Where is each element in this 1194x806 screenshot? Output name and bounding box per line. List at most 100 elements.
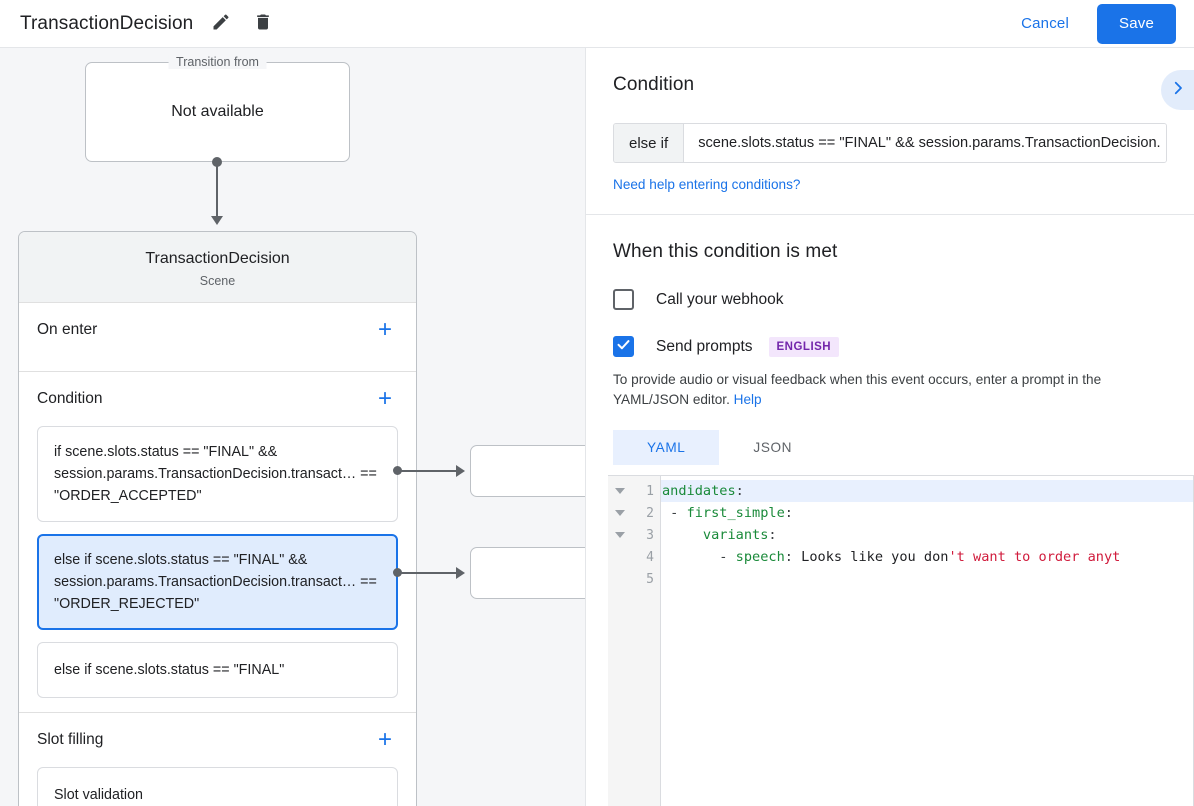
code-token: variants: [702, 527, 769, 543]
chevron-right-icon: [1169, 79, 1187, 102]
gutter-line-5: 5: [608, 568, 660, 590]
scene-subtitle: Scene: [199, 274, 236, 288]
gutter-line-2: 2: [608, 502, 660, 524]
panel-condition-section: Condition else if scene.slots.status == …: [586, 48, 1194, 214]
code-token: Looks like you don: [801, 549, 949, 565]
edge-arrow-condition-0: [456, 465, 465, 477]
top-bar: TransactionDecision Cancel Save: [0, 0, 1194, 48]
gutter-line-1: 1: [608, 480, 660, 502]
add-slot-filling-button[interactable]: +: [372, 726, 398, 754]
section-slot-filling: Slot filling + Slot validation: [19, 713, 416, 806]
add-on-enter-button[interactable]: +: [372, 316, 398, 344]
code-token: -: [662, 505, 687, 521]
section-header-slot-filling: Slot filling +: [37, 713, 398, 767]
condition-help-link[interactable]: Need help entering conditions?: [613, 177, 801, 192]
fold-triangle-icon[interactable]: [615, 532, 625, 538]
slot-filling-item-0[interactable]: Slot validation: [37, 767, 398, 806]
edge-dot-condition-0: [393, 466, 402, 475]
send-prompts-checkbox-row[interactable]: Send prompts ENGLISH: [613, 336, 1167, 357]
code-token: :: [784, 505, 793, 521]
connector-arrow-down: [211, 216, 223, 225]
section-title-on-enter: On enter: [37, 321, 98, 338]
fold-triangle-icon[interactable]: [615, 510, 625, 516]
save-button[interactable]: Save: [1097, 3, 1176, 44]
gutter-line-3: 3: [608, 524, 660, 546]
page-title: TransactionDecision: [20, 12, 194, 34]
section-title-condition: Condition: [37, 390, 103, 407]
line-number: 3: [646, 527, 654, 543]
edge-line-condition-1: [398, 572, 460, 574]
cancel-button[interactable]: Cancel: [1009, 7, 1081, 40]
condition-item-2[interactable]: else if scene.slots.status == "FINAL": [37, 642, 398, 698]
delete-button[interactable]: [249, 10, 277, 38]
transition-from-card: Transition from Not available: [85, 55, 350, 162]
prompts-description-text: To provide audio or visual feedback when…: [613, 372, 1102, 407]
send-prompts-label: Send prompts: [656, 337, 753, 355]
edit-name-button[interactable]: [207, 10, 235, 38]
panel-actions-section: When this condition is met Call your web…: [586, 215, 1194, 465]
yaml-editor[interactable]: 1 2 3 4 5 andidates: - first_simple: variant…: [608, 475, 1194, 806]
connector-line-vertical: [216, 162, 218, 218]
prompts-description: To provide audio or visual feedback when…: [613, 370, 1167, 410]
panel-divider: [586, 214, 1194, 215]
when-condition-met-title: When this condition is met: [613, 241, 838, 262]
line-number: 1: [646, 483, 654, 499]
check-icon: [616, 337, 631, 357]
code-line-2: - first_simple:: [661, 502, 1193, 524]
scene-title: TransactionDecision: [145, 250, 290, 267]
section-header-on-enter: On enter +: [37, 303, 398, 357]
condition-prefix-label: else if: [614, 124, 685, 162]
section-title-slot-filling: Slot filling: [37, 731, 104, 748]
transition-to-card: TransactionDecision Scene On enter + Con…: [18, 231, 417, 806]
code-line-5: [661, 568, 1193, 590]
tab-yaml[interactable]: YAML: [613, 430, 720, 465]
scene-graph-canvas: Transition from Not available Transition…: [0, 48, 585, 806]
code-line-4: - speech: Looks like you don't want to o…: [661, 546, 1193, 568]
code-token: 't want to order anyt: [948, 549, 1121, 565]
condition-expression-input[interactable]: scene.slots.status == "FINAL" && session…: [684, 124, 1166, 162]
editor-code-area[interactable]: andidates: - first_simple: variants: - s…: [661, 476, 1193, 806]
fold-triangle-icon[interactable]: [615, 488, 625, 494]
call-webhook-checkbox[interactable]: [613, 289, 634, 310]
section-on-enter: On enter +: [19, 303, 416, 372]
scene-header: TransactionDecision Scene: [19, 232, 416, 303]
send-prompts-checkbox[interactable]: [613, 336, 634, 357]
gutter-line-4: 4: [608, 546, 660, 568]
prompts-help-link[interactable]: Help: [733, 392, 762, 407]
condition-item-0[interactable]: if scene.slots.status == "FINAL" && sess…: [37, 426, 398, 522]
code-token: first_simple: [686, 505, 785, 521]
webhook-checkbox-row[interactable]: Call your webhook: [613, 289, 1167, 310]
code-token: :: [784, 549, 802, 565]
transition-from-value: Not available: [171, 103, 264, 120]
language-badge: ENGLISH: [768, 336, 840, 357]
tab-json[interactable]: JSON: [719, 430, 826, 465]
code-token: [662, 527, 703, 543]
panel-heading: Condition: [613, 74, 695, 95]
edge-arrow-condition-1: [456, 567, 465, 579]
section-header-condition: Condition +: [37, 372, 398, 426]
call-webhook-label: Call your webhook: [656, 290, 784, 308]
code-line-1: andidates:: [661, 480, 1193, 502]
code-token: speech: [735, 549, 785, 565]
code-token: -: [662, 549, 736, 565]
target-box-condition-0[interactable]: [470, 445, 585, 497]
code-token: :: [768, 527, 777, 543]
code-line-3: variants:: [661, 524, 1193, 546]
editor-gutter: 1 2 3 4 5: [608, 476, 661, 806]
condition-item-1[interactable]: else if scene.slots.status == "FINAL" &&…: [37, 534, 398, 630]
trash-icon: [253, 12, 273, 35]
editor-format-tabs: YAML JSON: [613, 430, 1167, 465]
panel-expand-button[interactable]: [1161, 70, 1194, 110]
section-condition: Condition + if scene.slots.status == "FI…: [19, 372, 416, 713]
code-token: andidates: [662, 483, 736, 499]
condition-input-row[interactable]: else if scene.slots.status == "FINAL" &&…: [613, 123, 1167, 163]
line-number: 4: [646, 549, 654, 565]
line-number: 2: [646, 505, 654, 521]
code-token: :: [735, 483, 744, 499]
edge-line-condition-0: [398, 470, 460, 472]
add-condition-button[interactable]: +: [372, 385, 398, 413]
pencil-icon: [211, 12, 231, 35]
line-number: 5: [646, 571, 654, 587]
target-box-condition-1[interactable]: [470, 547, 585, 599]
transition-from-legend: Transition from: [168, 55, 267, 69]
